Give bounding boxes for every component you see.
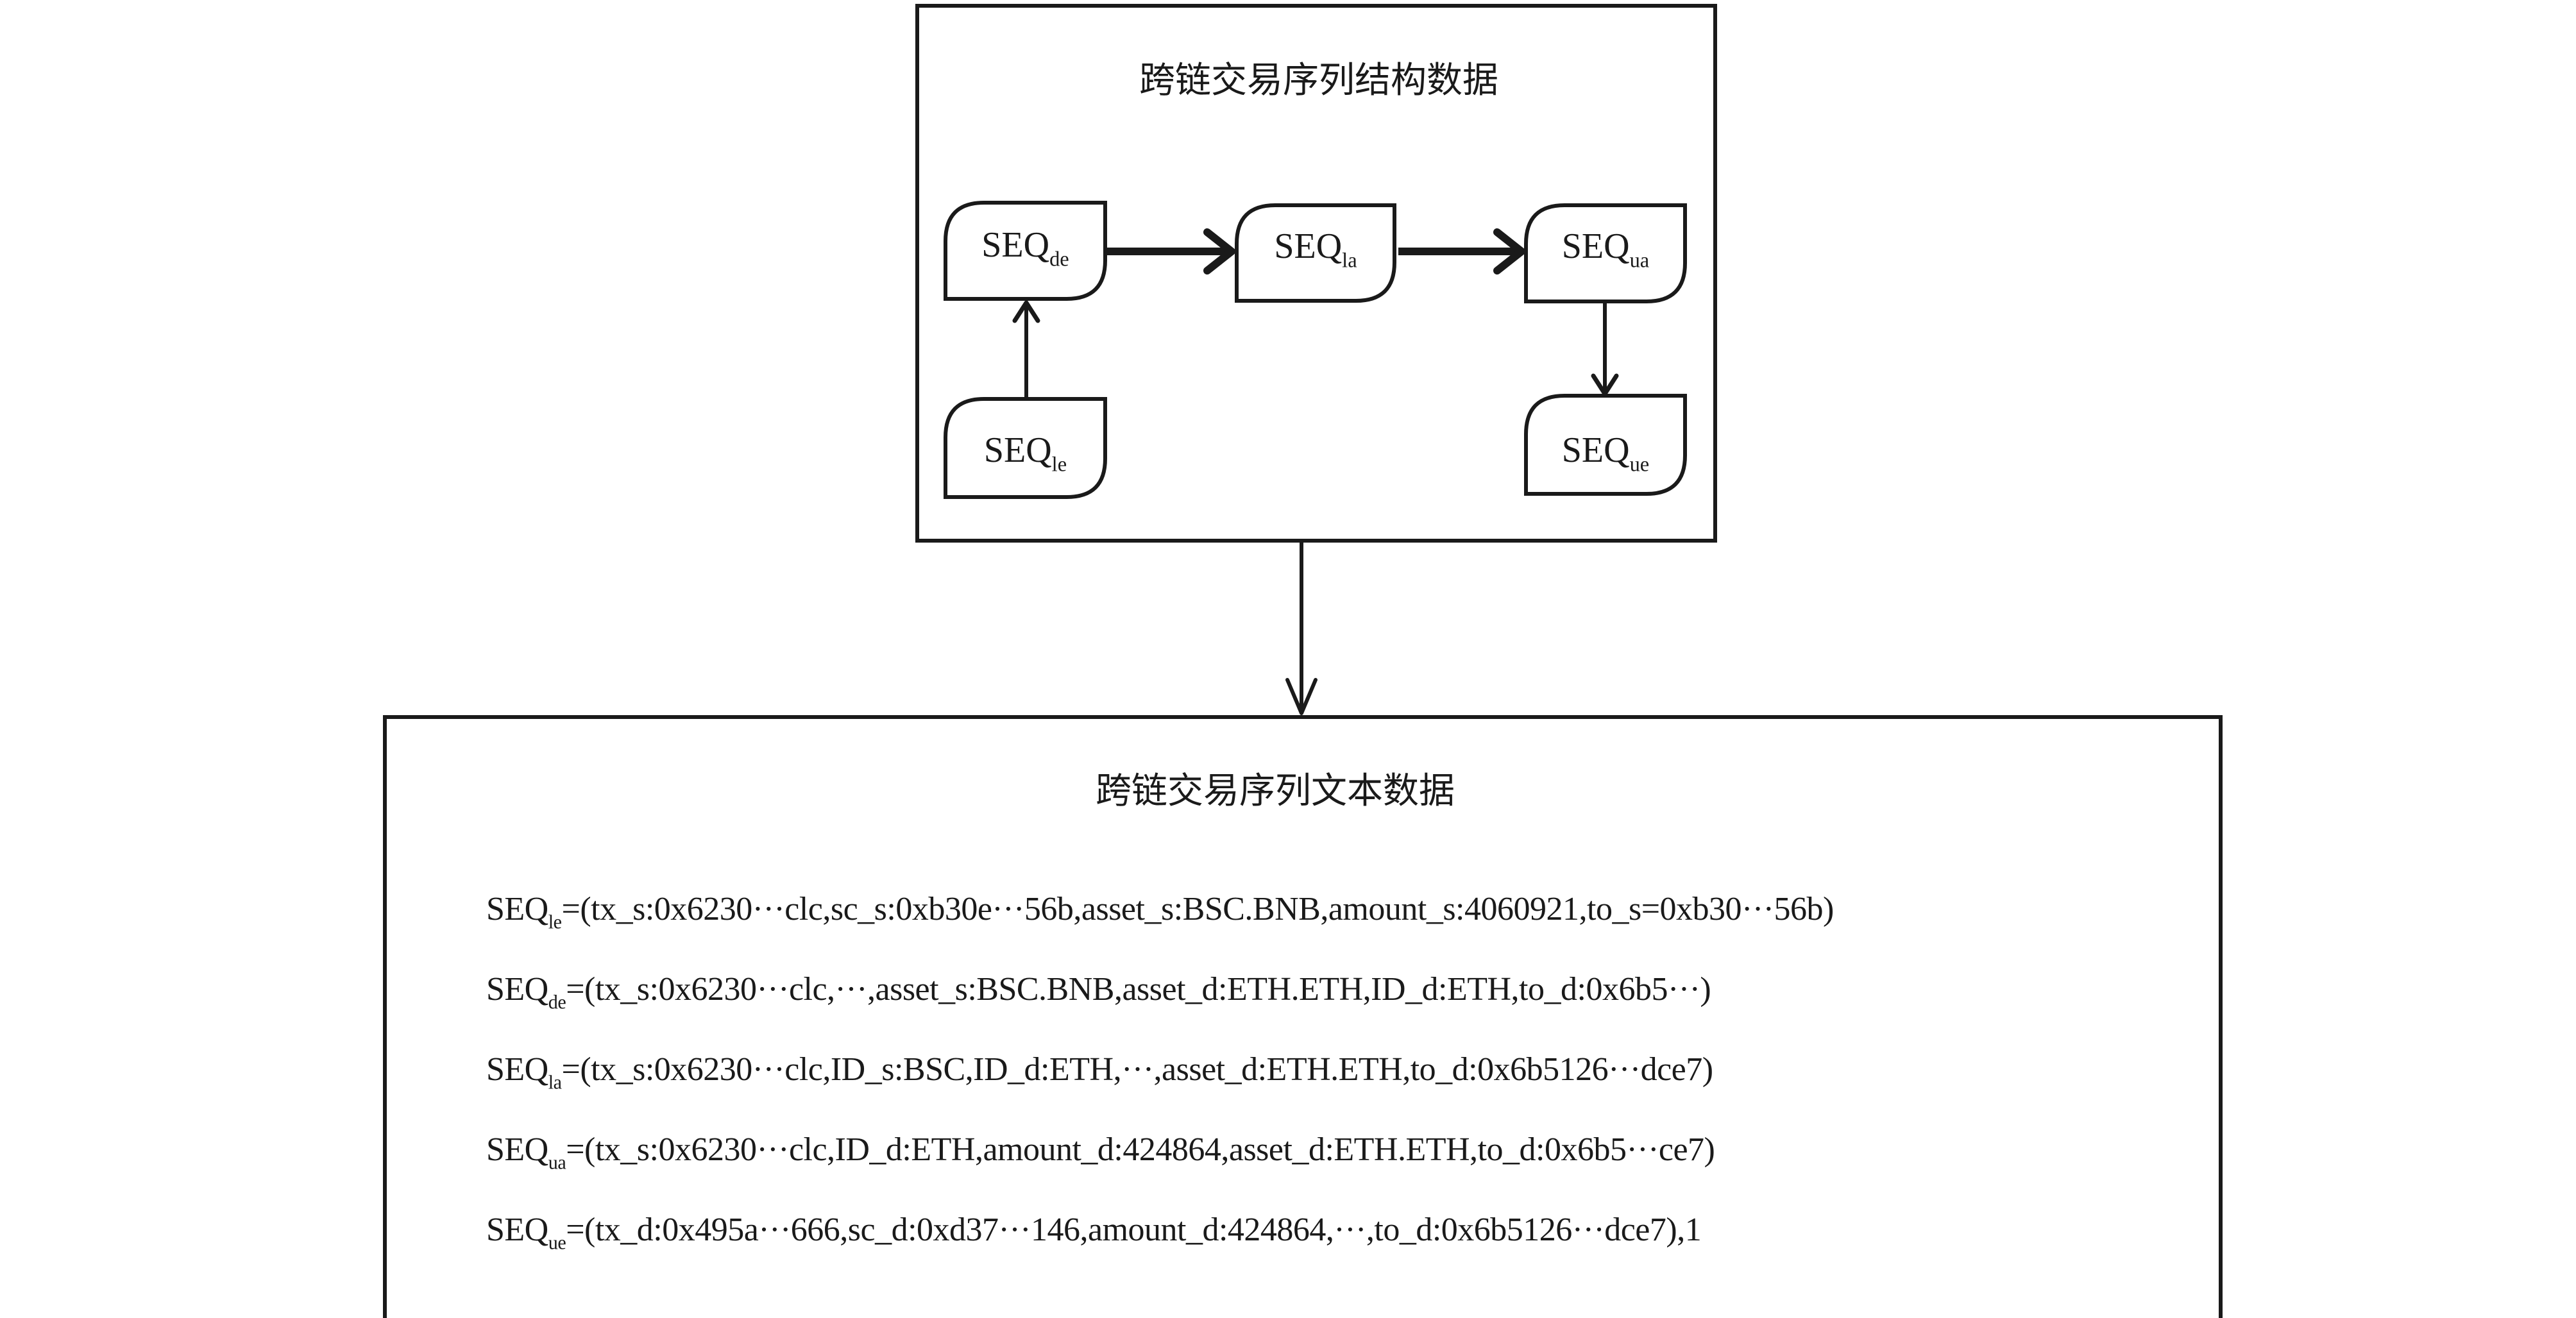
seq-sub: ua	[548, 1151, 566, 1174]
structure-box	[915, 4, 1717, 543]
connector-arrow	[1285, 541, 1318, 715]
seq-base: SEQ	[486, 1051, 548, 1088]
seq-text: =(tx_s:0x6230···clc,ID_s:BSC,ID_d:ETH,··…	[561, 1051, 1714, 1088]
seq-sub: le	[548, 911, 562, 933]
seq-sub: de	[548, 991, 566, 1013]
node-base: SEQ	[983, 430, 1052, 470]
node-shape-de	[944, 201, 1107, 301]
node-sub: le	[1051, 453, 1067, 477]
seq-sub: la	[548, 1071, 562, 1094]
seq-text: =(tx_d:0x495a···666,sc_d:0xd37···146,amo…	[566, 1212, 1702, 1248]
node-shape-ue	[1524, 394, 1687, 496]
text-box-title: 跨链交易序列文本数据	[1096, 770, 1455, 812]
seq-base: SEQ	[486, 1212, 548, 1248]
node-seq-la: SEQla	[1237, 226, 1394, 273]
seq-base: SEQ	[486, 1131, 548, 1168]
seq-line-la: SEQla=(tx_s:0x6230···clc,ID_s:BSC,ID_d:E…	[486, 1051, 1713, 1094]
node-shape-la	[1235, 203, 1396, 303]
node-base: SEQ	[1274, 226, 1343, 266]
seq-sub: ue	[548, 1231, 566, 1254]
seq-base: SEQ	[486, 971, 548, 1008]
seq-text: =(tx_s:0x6230···clc,ID_d:ETH,amount_d:42…	[566, 1131, 1715, 1168]
seq-line-le: SEQle=(tx_s:0x6230···clc,sc_s:0xb30e···5…	[486, 890, 1834, 934]
node-seq-ua: SEQua	[1526, 226, 1685, 273]
seq-line-de: SEQde=(tx_s:0x6230···clc,···,asset_s:BSC…	[486, 970, 1711, 1014]
node-seq-le: SEQle	[945, 430, 1105, 477]
text-box	[383, 715, 2223, 1318]
node-sub: ue	[1629, 453, 1650, 477]
node-sub: ua	[1629, 249, 1650, 273]
seq-line-ua: SEQua=(tx_s:0x6230···clc,ID_d:ETH,amount…	[486, 1131, 1715, 1174]
edge-ua-ue	[1591, 301, 1619, 396]
seq-text: =(tx_s:0x6230···clc,sc_s:0xb30e···56b,as…	[561, 891, 1835, 927]
structure-box-title: 跨链交易序列结构数据	[1139, 60, 1498, 101]
node-sub: de	[1049, 248, 1069, 271]
node-seq-de: SEQde	[945, 224, 1105, 272]
seq-line-ue: SEQue=(tx_d:0x495a···666,sc_d:0xd37···14…	[486, 1211, 1702, 1255]
node-shape-le	[944, 397, 1107, 499]
node-sub: la	[1342, 249, 1357, 273]
edge-la-ua	[1398, 228, 1525, 275]
node-base: SEQ	[1561, 430, 1630, 470]
node-seq-ue: SEQue	[1526, 430, 1685, 477]
seq-base: SEQ	[486, 891, 548, 927]
edge-le-de	[1012, 300, 1040, 399]
edge-de-la	[1107, 228, 1235, 275]
seq-text: =(tx_s:0x6230···clc,···,asset_s:BSC.BNB,…	[566, 971, 1711, 1008]
node-shape-ua	[1524, 203, 1687, 303]
node-base: SEQ	[981, 225, 1050, 265]
node-base: SEQ	[1561, 226, 1630, 266]
